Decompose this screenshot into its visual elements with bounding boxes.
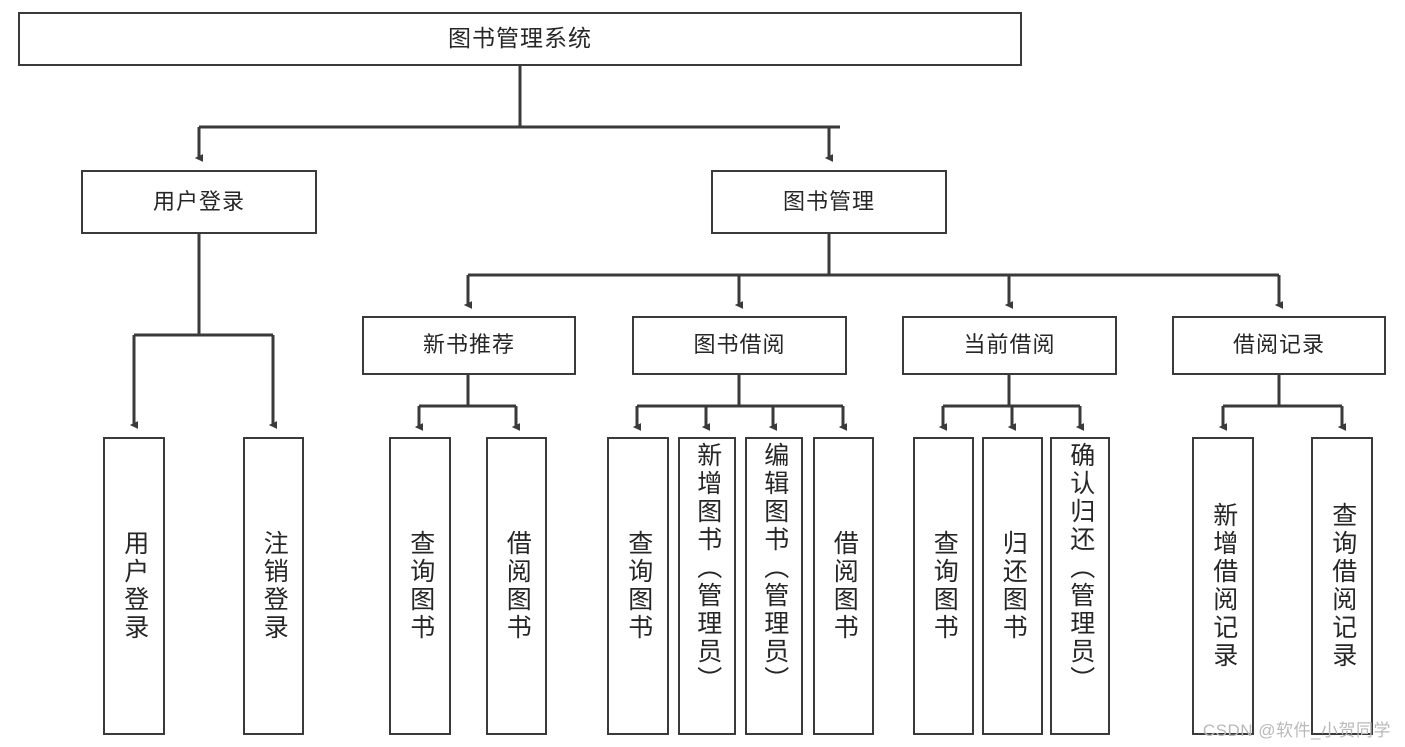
leaf-query-book-borrow[interactable]: 查询图书 xyxy=(607,437,669,735)
leaf-add-book-admin[interactable]: 新增图书（管理员） xyxy=(678,437,736,735)
csdn-watermark: CSDN @软件_小贺同学 xyxy=(1202,721,1391,740)
node-book-borrow-label: 图书借阅 xyxy=(693,332,786,358)
node-user-login-label: 用户登录 xyxy=(152,188,245,214)
leaf-borrow-book-recommend-label: 借阅图书 xyxy=(503,530,532,642)
node-root-label: 图书管理系统 xyxy=(448,25,592,52)
leaf-add-borrow-record[interactable]: 新增借阅记录 xyxy=(1192,437,1254,735)
node-current-borrow-label: 当前借阅 xyxy=(963,332,1056,358)
leaf-logout[interactable]: 注销登录 xyxy=(243,437,304,735)
node-new-book-recommend-label: 新书推荐 xyxy=(422,332,515,358)
leaf-add-book-admin-label: 新增图书（管理员） xyxy=(693,442,722,694)
leaf-borrow-book-recommend[interactable]: 借阅图书 xyxy=(486,437,547,735)
leaf-confirm-return-admin[interactable]: 确认归还（管理员） xyxy=(1050,437,1110,735)
node-book-management-label: 图书管理 xyxy=(782,188,875,214)
leaf-query-book-recommend-label: 查询图书 xyxy=(406,530,435,642)
leaf-query-book-current[interactable]: 查询图书 xyxy=(913,437,974,735)
leaf-add-borrow-record-label: 新增借阅记录 xyxy=(1209,502,1238,670)
leaf-confirm-return-admin-label: 确认归还（管理员） xyxy=(1066,442,1095,694)
leaf-return-book-label: 归还图书 xyxy=(999,530,1028,642)
leaf-query-book-recommend[interactable]: 查询图书 xyxy=(389,437,451,735)
node-book-borrow[interactable]: 图书借阅 xyxy=(632,316,847,375)
leaf-query-borrow-record[interactable]: 查询借阅记录 xyxy=(1311,437,1373,735)
leaf-query-borrow-record-label: 查询借阅记录 xyxy=(1328,502,1357,670)
leaf-borrow-book-label: 借阅图书 xyxy=(830,530,859,642)
node-book-management[interactable]: 图书管理 xyxy=(711,170,947,234)
leaf-logout-label: 注销登录 xyxy=(260,530,289,642)
leaf-return-book[interactable]: 归还图书 xyxy=(982,437,1043,735)
node-root[interactable]: 图书管理系统 xyxy=(18,12,1022,66)
leaf-user-login[interactable]: 用户登录 xyxy=(103,437,165,735)
leaf-edit-book-admin[interactable]: 编辑图书（管理员） xyxy=(745,437,803,735)
leaf-borrow-book[interactable]: 借阅图书 xyxy=(813,437,874,735)
node-new-book-recommend[interactable]: 新书推荐 xyxy=(362,316,576,375)
node-current-borrow[interactable]: 当前借阅 xyxy=(902,316,1117,375)
leaf-user-login-label: 用户登录 xyxy=(120,530,149,642)
node-borrow-record-label: 借阅记录 xyxy=(1232,332,1325,358)
leaf-query-book-borrow-label: 查询图书 xyxy=(624,530,653,642)
leaf-query-book-current-label: 查询图书 xyxy=(930,530,959,642)
leaf-edit-book-admin-label: 编辑图书（管理员） xyxy=(760,442,789,694)
node-borrow-record[interactable]: 借阅记录 xyxy=(1172,316,1386,375)
node-user-login[interactable]: 用户登录 xyxy=(81,170,317,234)
